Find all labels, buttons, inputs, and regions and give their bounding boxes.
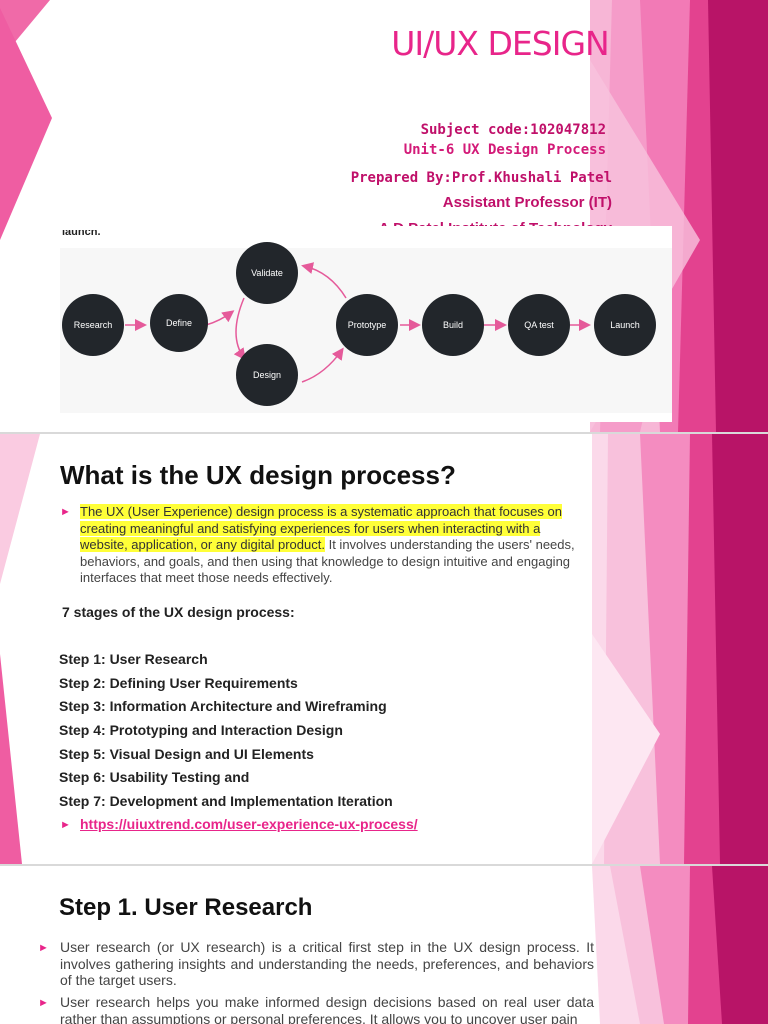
research-paragraph-1: User research (or UX research) is a crit… [60,939,594,988]
slide-title: Step 1. User Research [59,894,313,921]
bullet-arrow-icon: ► [38,997,49,1009]
node-qa-test: QA test [508,294,570,356]
diagram-arrows [125,262,591,383]
subject-code: Subject code:102047812 [420,122,606,138]
step-item: Step 2: Defining User Requirements [59,675,298,691]
ux-process-slide: What is the UX design process? ► The UX … [0,434,768,864]
title-slide: UI/UX DESIGN Subject code:102047812 Unit… [0,0,768,432]
user-research-slide: Step 1. User Research ► User research (o… [0,866,768,1024]
bullet-arrow-icon: ► [60,506,71,518]
node-design: Design [236,344,298,406]
node-build: Build [422,294,484,356]
step-item: Step 5: Visual Design and UI Elements [59,746,314,762]
ux-process-diagram: launch. Research Define Validate Design … [60,226,672,422]
step-item: Step 4: Prototyping and Interaction Desi… [59,722,343,738]
step-item: Step 7: Development and Implementation I… [59,793,393,809]
node-define: Define [150,294,208,352]
stages-heading: 7 stages of the UX design process: [62,604,295,620]
prepared-by: Prepared By:Prof.Khushali Patel [350,170,612,186]
node-research: Research [62,294,124,356]
bullet-arrow-icon: ► [60,819,71,831]
node-launch: Launch [594,294,656,356]
unit-title: Unit-6 UX Design Process [403,142,606,158]
presentation-title: UI/UX DESIGN [391,24,609,63]
step-item: Step 6: Usability Testing and [59,769,250,785]
bullet-arrow-icon: ► [38,942,49,954]
node-validate: Validate [236,242,298,304]
research-paragraph-2: User research helps you make informed de… [60,994,594,1024]
diagram-caption: launch. [62,226,101,238]
step-item: Step 3: Information Architecture and Wir… [59,698,387,714]
author-role: Assistant Professor (IT) [442,194,612,211]
paragraph-rest: It involves understanding the users' nee… [80,537,575,585]
highlighted-text: The UX (User Experience) design process … [80,504,562,552]
source-link[interactable]: https://uiuxtrend.com/user-experience-ux… [80,816,418,832]
definition-paragraph: The UX (User Experience) design process … [80,504,580,587]
step-item: Step 1: User Research [59,651,208,667]
node-prototype: Prototype [336,294,398,356]
slide-title: What is the UX design process? [60,460,456,490]
